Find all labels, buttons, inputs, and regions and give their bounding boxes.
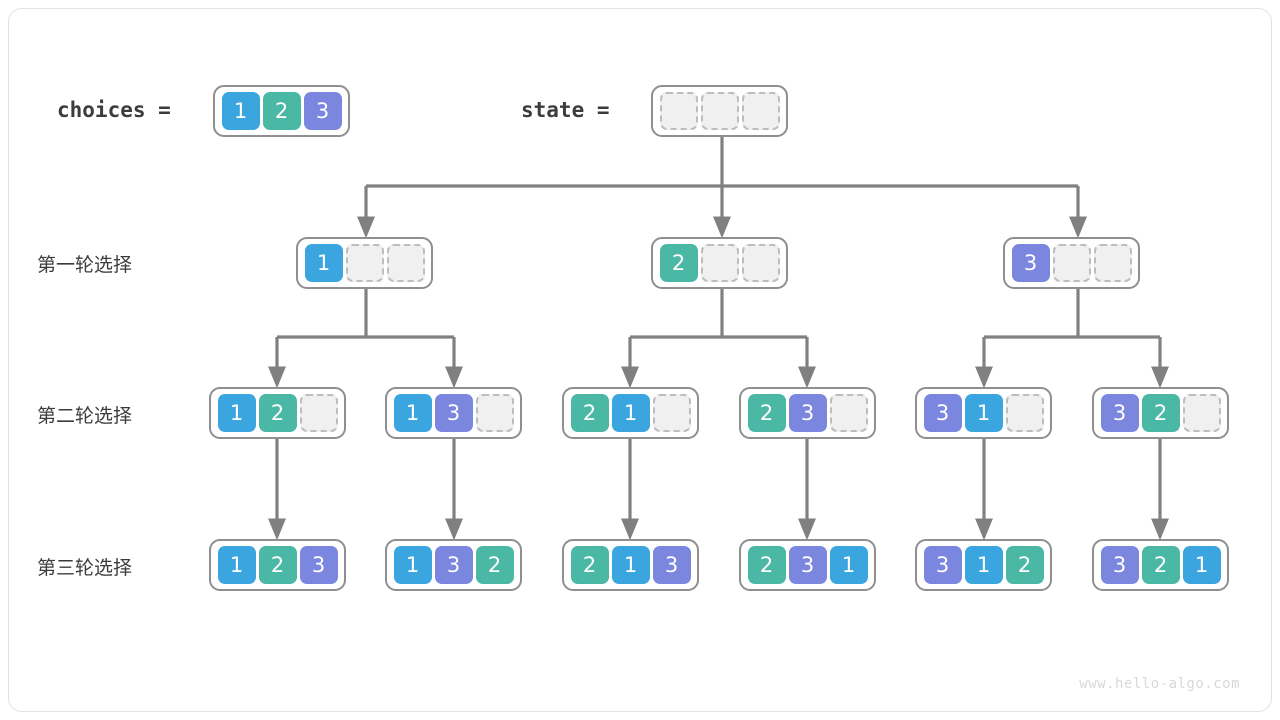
- node-n-132-cell-2: 2: [475, 546, 514, 584]
- node-n-23-cell-1: 3: [788, 394, 827, 432]
- node-n-213-cell-2: 3: [652, 546, 691, 584]
- row-label-round1: 第一轮选择: [37, 254, 133, 276]
- node-n-21-cell-1: 1: [611, 394, 650, 432]
- node-n-231-cell-1: 3: [788, 546, 827, 584]
- node-n-21-cell-2: [652, 394, 691, 432]
- node-n-13-cell-1: 3: [434, 394, 473, 432]
- node-n-31-cell-0: 3: [923, 394, 962, 432]
- node-n-2-cell-0: 2: [659, 244, 698, 282]
- node-n-213-cell-1: 1: [611, 546, 650, 584]
- node-n-132-cell-0: 1: [393, 546, 432, 584]
- node-n-32-cell-1: 2: [1141, 394, 1180, 432]
- node-n-31-cell-1: 1: [964, 394, 1003, 432]
- node-n-3-cell-0: 3: [1011, 244, 1050, 282]
- state-label: state =: [521, 98, 610, 122]
- watermark: www.hello-algo.com: [1079, 676, 1240, 692]
- node-n-231-cell-2: 1: [829, 546, 868, 584]
- node-n-1-cell-1: [345, 244, 384, 282]
- outer-frame: [8, 8, 1272, 712]
- node-n-312-cell-0: 3: [923, 546, 962, 584]
- node-n-123-cell-2: 3: [299, 546, 338, 584]
- node-n-321-cell-2: 1: [1182, 546, 1221, 584]
- state-cell-2: [741, 92, 780, 130]
- node-n-1-cell-0: 1: [304, 244, 343, 282]
- node-n-23-cell-0: 2: [747, 394, 786, 432]
- node-n-123-cell-0: 1: [217, 546, 256, 584]
- choices-cell-2: 3: [303, 92, 342, 130]
- node-n-13-cell-2: [475, 394, 514, 432]
- choices-cell-1: 2: [262, 92, 301, 130]
- state-array: [651, 85, 788, 137]
- node-n-3-cell-2: [1093, 244, 1132, 282]
- node-n-231-cell-0: 2: [747, 546, 786, 584]
- node-n-12-cell-2: [299, 394, 338, 432]
- node-n-312-cell-1: 1: [964, 546, 1003, 584]
- node-n-3-cell-1: [1052, 244, 1091, 282]
- node-n-31-cell-2: [1005, 394, 1044, 432]
- node-n-12-cell-1: 2: [258, 394, 297, 432]
- node-n-2-cell-1: [700, 244, 739, 282]
- node-n-2-cell-2: [741, 244, 780, 282]
- node-n-32-cell-0: 3: [1100, 394, 1139, 432]
- node-n-321-cell-0: 3: [1100, 546, 1139, 584]
- node-n-132-cell-1: 3: [434, 546, 473, 584]
- node-n-1-cell-2: [386, 244, 425, 282]
- node-n-312-cell-2: 2: [1005, 546, 1044, 584]
- choices-cell-0: 1: [221, 92, 260, 130]
- node-n-123-cell-1: 2: [258, 546, 297, 584]
- node-n-13-cell-0: 1: [393, 394, 432, 432]
- state-cell-1: [700, 92, 739, 130]
- node-n-21-cell-0: 2: [570, 394, 609, 432]
- node-n-2: 2: [651, 237, 788, 289]
- node-n-12-cell-0: 1: [217, 394, 256, 432]
- node-n-3: 3: [1003, 237, 1140, 289]
- node-n-1: 1: [296, 237, 433, 289]
- node-n-23-cell-2: [829, 394, 868, 432]
- node-n-321-cell-1: 2: [1141, 546, 1180, 584]
- choices-label: choices =: [57, 98, 171, 122]
- row-label-round2: 第二轮选择: [37, 405, 133, 427]
- row-label-round3: 第三轮选择: [37, 557, 133, 579]
- node-n-213-cell-0: 2: [570, 546, 609, 584]
- state-cell-0: [659, 92, 698, 130]
- node-n-32-cell-2: [1182, 394, 1221, 432]
